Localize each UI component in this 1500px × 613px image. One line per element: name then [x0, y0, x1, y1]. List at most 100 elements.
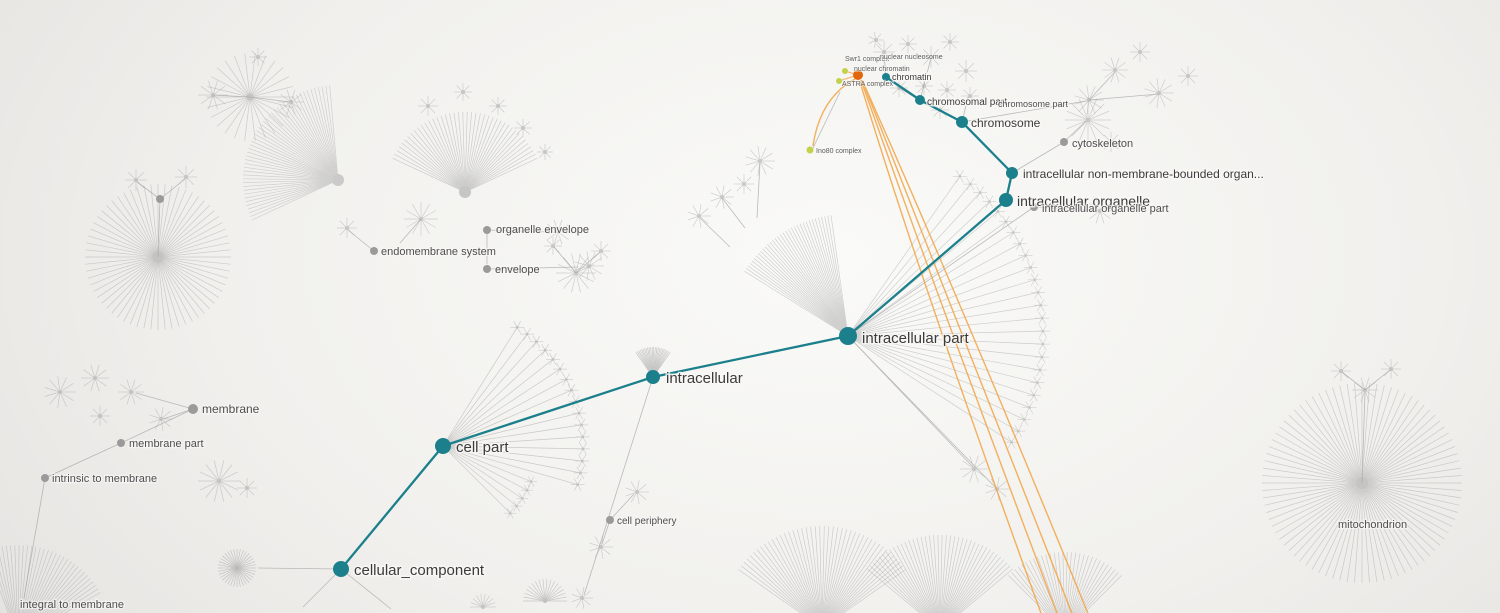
- node-chromosomal-part[interactable]: [915, 95, 925, 105]
- burst: [710, 185, 734, 209]
- burst: [625, 480, 649, 504]
- burst: [1144, 78, 1174, 108]
- burst: [175, 166, 197, 188]
- term-label: nuclear nucleosome: [880, 54, 943, 61]
- node-swr1-complex[interactable]: [842, 68, 848, 74]
- node-cell-part[interactable]: [435, 438, 451, 454]
- node-chromatin[interactable]: [882, 73, 890, 81]
- burst: [873, 41, 895, 63]
- burst: [337, 218, 357, 238]
- burst: [0, 544, 101, 613]
- node-ino80-complex[interactable]: [806, 146, 814, 154]
- node-membrane[interactable]: [188, 404, 198, 414]
- node-membrane-part[interactable]: [117, 439, 125, 447]
- node-intracellular-non-membrane-bounded-organelle[interactable]: [1006, 167, 1018, 179]
- term-label: ASTRA complex: [842, 81, 893, 88]
- burst: [218, 549, 256, 587]
- burst: [489, 97, 507, 115]
- term-label: chromatin: [892, 72, 932, 82]
- burst: [125, 169, 147, 191]
- node-intracellular[interactable]: [646, 370, 660, 384]
- term-label: cytoskeleton: [1072, 138, 1133, 150]
- burst: [866, 534, 1014, 613]
- burst: [470, 594, 496, 609]
- term-label: cell part: [456, 439, 509, 456]
- term-label: chromosome part: [998, 99, 1069, 109]
- node-intracellular-organelle-part[interactable]: [1030, 203, 1038, 211]
- node-nucleosome[interactable]: [853, 70, 863, 80]
- orange-curve-layer: [812, 70, 1089, 613]
- term-label: nuclear chromatin: [854, 66, 910, 73]
- term-label: intracellular non-membrane-bounded organ…: [1023, 167, 1264, 181]
- burst: [437, 321, 590, 491]
- term-label: envelope: [495, 264, 540, 276]
- burst: [454, 83, 472, 101]
- burst: [249, 48, 267, 66]
- burst: [920, 46, 942, 68]
- node-astra-complex[interactable]: [836, 78, 842, 84]
- term-label: integral to membrane: [20, 599, 124, 611]
- burst: [1101, 132, 1121, 152]
- burst: [1262, 383, 1462, 583]
- term-label: intracellular part: [862, 330, 970, 347]
- term-label: organelle envelope: [496, 224, 589, 236]
- term-label: cell periphery: [617, 516, 676, 527]
- node-cellular-component[interactable]: [333, 561, 349, 577]
- burst: [514, 119, 532, 137]
- burst: [44, 376, 76, 408]
- burst: [545, 219, 571, 245]
- burst: [149, 407, 173, 431]
- burst: [1008, 551, 1122, 613]
- burst: [418, 96, 438, 116]
- burst: [90, 406, 110, 426]
- burst: [868, 32, 884, 48]
- node-intracellular-organelle[interactable]: [999, 193, 1013, 207]
- gray-edge-layer: [23, 53, 1391, 610]
- node-intrinsic-to-membrane[interactable]: [41, 474, 49, 482]
- term-label: membrane: [202, 402, 260, 416]
- burst: [960, 455, 988, 483]
- term-label: intracellular organelle: [1017, 193, 1150, 209]
- burst: [1331, 361, 1351, 381]
- node-endomembrane-system[interactable]: [370, 247, 378, 255]
- burst: [1102, 57, 1128, 83]
- burst: [842, 170, 1050, 449]
- burst: [278, 89, 304, 115]
- burst: [242, 85, 344, 221]
- burst: [955, 60, 977, 82]
- node-cell-periphery[interactable]: [606, 516, 614, 524]
- term-label: intracellular organelle part: [1042, 203, 1169, 215]
- burst: [237, 478, 257, 498]
- term-label: mitochondrion: [1338, 519, 1407, 531]
- burst-layer: [0, 32, 1462, 613]
- node-envelope[interactable]: [483, 265, 491, 273]
- burst: [392, 111, 538, 198]
- burst: [1065, 97, 1111, 143]
- node-organelle-envelope[interactable]: [483, 226, 491, 234]
- burst: [118, 379, 144, 405]
- burst: [1178, 66, 1198, 86]
- node-intracellular-part[interactable]: [839, 327, 857, 345]
- node-unlabeled[interactable]: [156, 195, 164, 203]
- burst: [1087, 198, 1113, 224]
- burst: [941, 33, 959, 51]
- term-label: Swr1 complex: [845, 56, 889, 63]
- burst: [85, 184, 231, 330]
- burst: [591, 241, 611, 261]
- burst: [537, 144, 553, 160]
- node-chromosome[interactable]: [956, 116, 968, 128]
- node-cytoskeleton[interactable]: [1060, 138, 1068, 146]
- burst: [544, 237, 562, 255]
- term-label: cellular_component: [354, 562, 485, 579]
- burst: [744, 215, 854, 342]
- burst: [899, 35, 917, 53]
- burst: [1130, 42, 1150, 62]
- burst: [734, 174, 754, 194]
- burst: [961, 87, 979, 105]
- burst: [589, 535, 613, 559]
- label-layer: cellular_component cell part intracellular…: [19, 53, 1409, 612]
- burst: [523, 579, 567, 603]
- term-label: chromosomal part: [927, 97, 1007, 108]
